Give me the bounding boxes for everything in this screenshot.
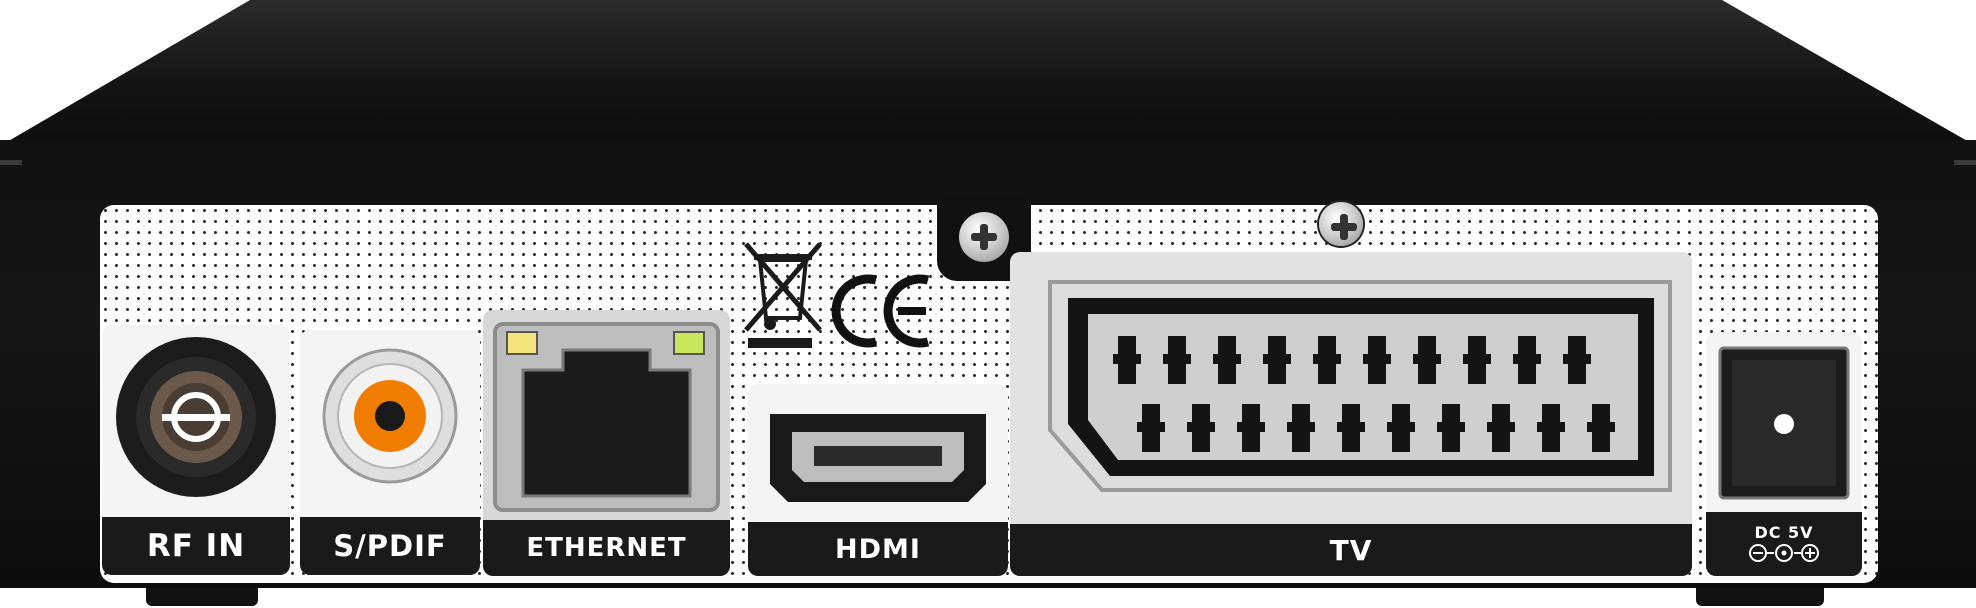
dc-label: DC 5V (1754, 523, 1814, 542)
scart-pin-tab (1487, 422, 1515, 432)
rj45-jack-icon (493, 322, 720, 512)
scart-pin-tab (1413, 354, 1441, 364)
scart-pin-tab (1137, 422, 1165, 432)
scart-pin-tab (1513, 354, 1541, 364)
scart-pin-tab (1563, 354, 1591, 364)
device-foot-right (1696, 588, 1824, 606)
dc-jack-icon (1718, 346, 1850, 500)
hdmi-connector-icon (770, 414, 986, 502)
rca-connector-icon (322, 348, 458, 484)
scart-connector-icon (1048, 280, 1672, 492)
scart-pin-tab (1187, 422, 1215, 432)
screw-icon (959, 212, 1009, 262)
scart-pin-tab (1113, 354, 1141, 364)
screw-icon (1319, 202, 1363, 246)
polarity-icon (1749, 544, 1819, 562)
side-slot-left (0, 160, 22, 165)
spdif-port[interactable]: S/PDIF (300, 330, 480, 575)
hdmi-label: HDMI (748, 522, 1008, 576)
scart-pin-tab (1537, 422, 1565, 432)
weee-bin-icon (744, 242, 822, 348)
ethernet-label: ETHERNET (483, 520, 730, 576)
side-slot-right (1954, 160, 1976, 165)
coax-connector-icon (116, 337, 276, 497)
scart-pin-tab (1213, 354, 1241, 364)
scart-pin-tab (1237, 422, 1265, 432)
scart-pin-tab (1463, 354, 1491, 364)
ce-mark-icon (828, 266, 938, 356)
scart-pin-tab (1163, 354, 1191, 364)
scart-pin-tab (1363, 354, 1391, 364)
dc-label-area: DC 5V (1706, 512, 1862, 576)
scart-pin-tab (1263, 354, 1291, 364)
scart-pin-tab (1387, 422, 1415, 432)
scart-pin-tab (1437, 422, 1465, 432)
scart-pin-tab (1313, 354, 1341, 364)
tv-label: TV (1010, 524, 1692, 576)
rf-in-port[interactable]: RF IN (102, 325, 290, 575)
scart-pin-tab (1337, 422, 1365, 432)
device-top-lid (0, 0, 1976, 146)
hdmi-port[interactable]: HDMI (748, 384, 1008, 576)
tv-scart-port[interactable]: TV (1010, 252, 1692, 576)
device-foot-left (146, 588, 258, 606)
scart-pin-tab (1587, 422, 1615, 432)
rf-in-label: RF IN (102, 517, 290, 575)
dc-power-port[interactable]: DC 5V (1706, 332, 1862, 576)
scart-pin-tab (1287, 422, 1315, 432)
ethernet-port[interactable]: ETHERNET (483, 310, 730, 576)
spdif-label: S/PDIF (300, 517, 480, 575)
